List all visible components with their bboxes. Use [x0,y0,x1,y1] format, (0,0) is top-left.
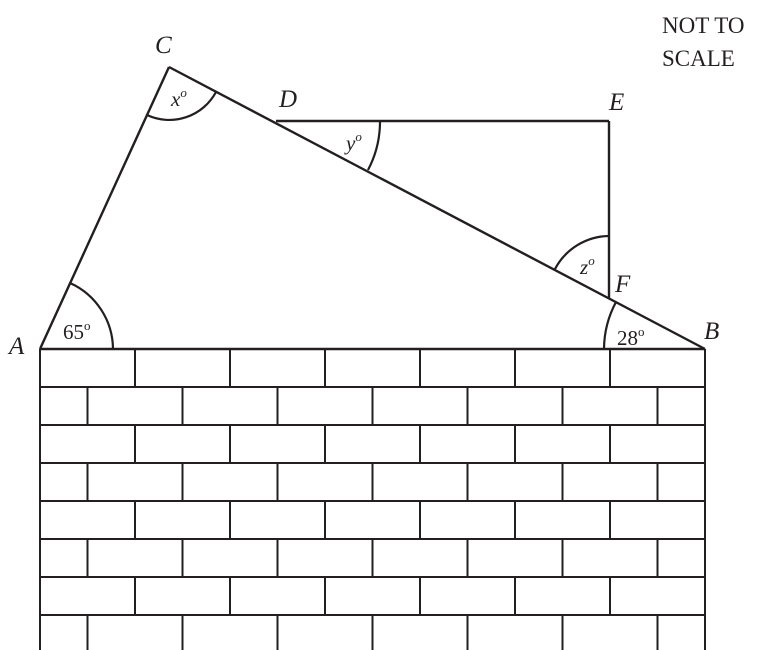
label-point-C: C [155,32,172,59]
brick-wall [39,348,706,650]
note-line-1: NOT TO [662,13,744,38]
angle-label-A: 65o [63,318,91,344]
label-point-A: A [7,333,25,360]
edge-CB [168,65,706,351]
edge-AC [38,66,171,350]
angle-arc-B [602,301,617,350]
angle-arc-C [146,91,217,122]
note-line-2: SCALE [662,46,735,71]
angle-arc-A [69,281,115,350]
angle-label-F: zo [579,253,595,279]
angle-arc-F [554,234,610,270]
label-point-F: F [614,271,631,298]
label-point-E: E [608,89,624,116]
label-point-B: B [704,318,719,345]
label-point-D: D [278,86,297,113]
angle-label-C: xo [170,85,187,111]
angle-arc-D [367,120,382,171]
angle-label-B: 28o [617,324,645,350]
angle-label-D: yo [344,129,362,155]
